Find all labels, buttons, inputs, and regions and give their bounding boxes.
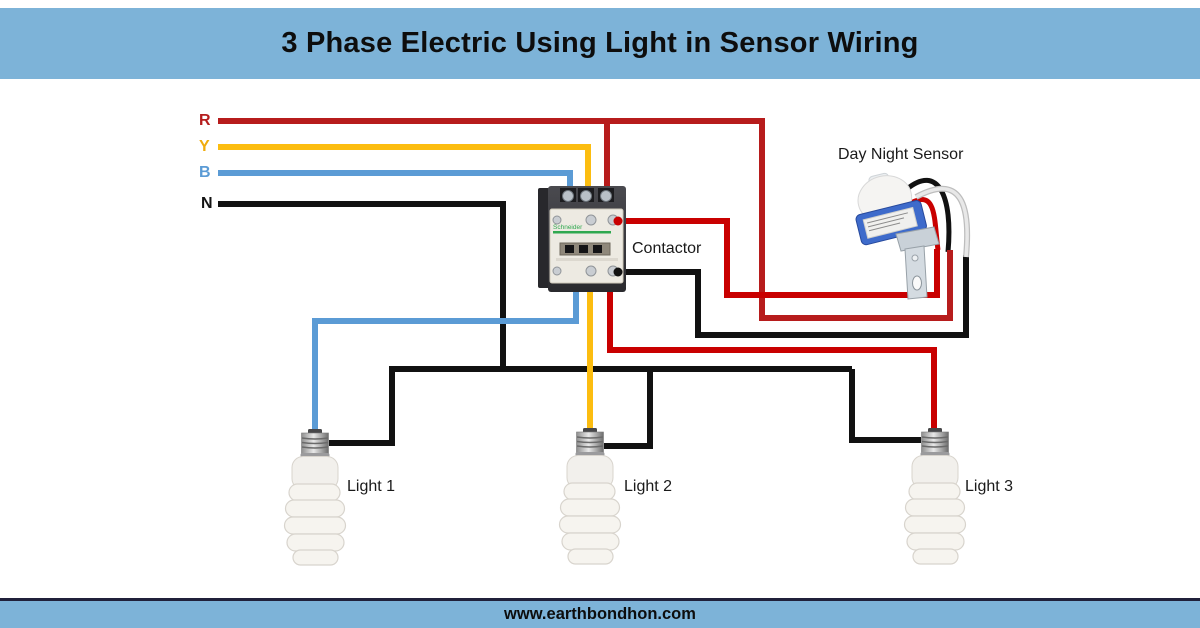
light2-label: Light 2 — [624, 478, 673, 495]
wire-y-phase-feed — [218, 144, 591, 196]
contactor: Schneider — [538, 186, 626, 292]
wire-neutral-light2 — [604, 369, 653, 449]
sensor-lead-white — [915, 187, 969, 258]
footer-banner: www.earthbondhon.com — [0, 601, 1200, 628]
contactor-top-terminal-screws — [562, 190, 612, 202]
wire-neutral-feed — [218, 201, 506, 369]
light1-label: Light 1 — [347, 478, 396, 495]
sensor-mounting-bracket — [895, 226, 940, 300]
wire-neutral-bus-light1 — [329, 366, 852, 446]
footer-divider — [0, 598, 1200, 601]
light3-label: Light 3 — [965, 478, 1014, 495]
footer-website: www.earthbondhon.com — [504, 605, 696, 623]
contactor-red-terminal — [613, 216, 623, 226]
wire-contactor-to-light3-red — [607, 284, 937, 431]
day-night-sensor — [855, 172, 940, 300]
phase-label-n: N — [201, 195, 213, 212]
page-title: 3 Phase Electric Using Light in Sensor W… — [281, 27, 919, 59]
wire-b-phase-feed — [218, 170, 573, 196]
phase-label-y: Y — [199, 138, 210, 155]
wire-contactor-to-sensor-red — [616, 218, 940, 298]
wire-contactor-to-light1-blue — [312, 284, 579, 432]
sensor-label-sticker — [862, 206, 918, 239]
wire-contactor-to-sensor-black — [616, 255, 969, 338]
contactor-label: Contactor — [632, 240, 702, 257]
phase-label-b: B — [199, 164, 211, 181]
day-night-sensor-label: Day Night Sensor — [838, 146, 964, 163]
contactor-black-terminal — [613, 267, 623, 277]
title-banner: 3 Phase Electric Using Light in Sensor W… — [0, 8, 1200, 79]
wire-r-phase-feed — [218, 118, 953, 321]
contactor-brand-text: Schneider — [553, 224, 583, 231]
light-bulb-3 — [903, 427, 967, 565]
wire-neutral-light3 — [849, 369, 921, 443]
light-bulb-1 — [283, 428, 347, 566]
phase-label-r: R — [199, 112, 211, 129]
